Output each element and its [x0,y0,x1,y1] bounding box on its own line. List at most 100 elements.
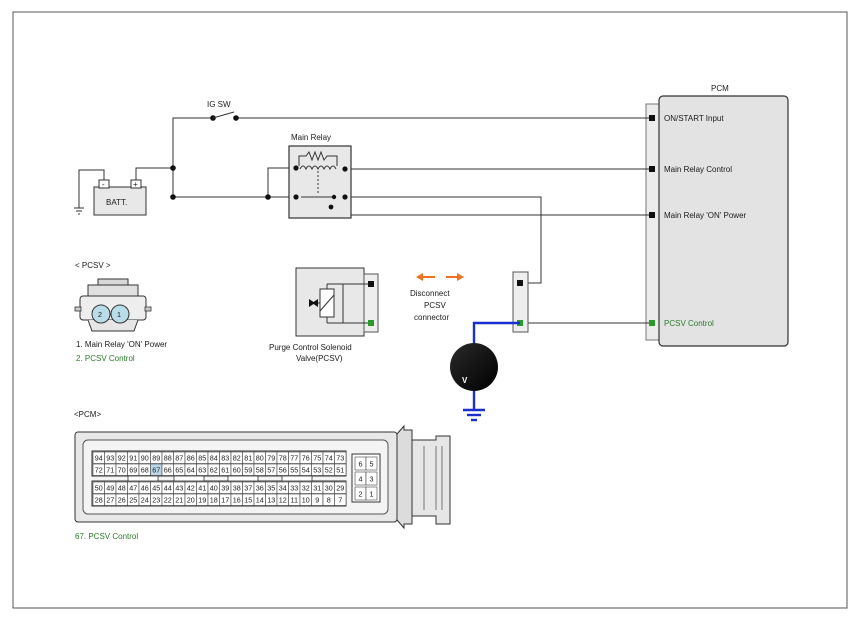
pcm-pin-number: 44 [164,483,172,492]
pcm-pin-number: 63 [198,465,206,474]
pcm-label-on-start: ON/START Input [664,114,724,123]
pcm-pin-number: 35 [267,483,275,492]
voltmeter-icon [450,343,498,391]
pcm-pin-number: 28 [95,495,103,504]
ig-sw-label: IG SW [207,100,231,109]
pcm-pin-cell [334,493,347,506]
pcm-pin-number: 36 [256,483,264,492]
pcm-pin-number: 77 [290,453,298,462]
pcm-pin-number: 47 [129,483,137,492]
pcsv-label-line2: Valve(PCSV) [296,354,343,363]
pcm-pin-main-relay-control [649,166,655,172]
pcm-pin-number: 72 [95,465,103,474]
pcm-pin-number: 68 [141,465,149,474]
pcm-pin-number: 37 [244,483,252,492]
pcm-small-pin-cell [365,456,378,471]
pcm-pin-number: 40 [210,483,218,492]
pcm-pin-number: 43 [175,483,183,492]
pcm-pin-number: 33 [290,483,298,492]
pcm-pin-number: 59 [244,465,252,474]
pcm-small-pin-cell [365,471,378,486]
pcm-label-main-relay-control: Main Relay Control [664,165,732,174]
pcsv-pin-2 [91,304,111,324]
pcm-pin-number: 74 [325,453,333,462]
pcm-pin-number: 45 [152,483,160,492]
pcm-title: PCM [711,84,729,93]
pcm-pin-number: 51 [336,465,344,474]
pcm-pin-number: 23 [152,495,160,504]
pcm-pin-number: 26 [118,495,126,504]
pcm-small-pin-number: 5 [370,459,374,468]
pcm-pin-number: 88 [164,453,172,462]
pcm-pin-cell [334,481,347,494]
pcsv-legend-2: 2. PCSV Control [76,354,135,363]
pcsv-connector-title: < PCSV > [75,261,111,270]
pcm-pin-number: 24 [141,495,149,504]
pcm-pin-number: 13 [267,495,275,504]
pcsv-legend-1: 1. Main Relay 'ON' Power [76,340,167,349]
pcm-pin-cell [334,463,347,476]
voltmeter-label: V [462,376,468,385]
pcm-key-slot [173,475,205,482]
disconnect-label-line2: PCSV [424,301,446,310]
pcm-pin-number: 9 [315,495,319,504]
pcm-key-slot [227,475,259,482]
pcm-pin-number: 39 [221,483,229,492]
pcm-pin-number: 15 [244,495,252,504]
pcm-pin-number: 89 [152,453,160,462]
pcm-small-pin-number: 6 [359,459,363,468]
pcm-pin-number: 42 [187,483,195,492]
pcm-pin-number: 80 [256,453,264,462]
main-relay: Main Relay [288,133,352,219]
pcm-pin-number: 21 [175,495,183,504]
pcm-pin-number: 56 [279,465,287,474]
pcm-pin-number: 78 [279,453,287,462]
pcm-pin-number: 53 [313,465,321,474]
pcm-pin-number: 29 [336,483,344,492]
pcsv-valve: Purge Control Solenoid Valve(PCSV) [269,267,379,363]
pcm-pin-number: 22 [164,495,172,504]
disconnect-label-line1: Disconnect [410,289,450,298]
diagram-frame [12,11,848,609]
pcm-pin-number: 87 [175,453,183,462]
pcm-pin-number: 57 [267,465,275,474]
pcm-pin-number: 85 [198,453,206,462]
pcm-module: PCM ON/START Input Main Relay Control Ma… [645,84,789,347]
pcm-pin-on-start [649,115,655,121]
pcm-pin-number: 16 [233,495,241,504]
pcm-pin-number: 19 [198,495,206,504]
pcm-pin-pcsv-control [649,320,655,326]
battery-label: BATT. [106,198,127,207]
pcm-pin-number: 30 [325,483,333,492]
pcm-pin-number: 8 [327,495,331,504]
pcm-pin-number: 60 [233,465,241,474]
pcm-pin-cell [334,451,347,464]
pcm-pin-number: 93 [106,453,114,462]
pcm-pin-number: 84 [210,453,218,462]
pcm-pin-number: 66 [164,465,172,474]
battery-plus-label: + [133,180,138,189]
pcsv-pin-1-label: 1 [117,310,121,319]
pcm-pin-number: 69 [129,465,137,474]
pcm-small-pin-number: 1 [370,489,374,498]
main-relay-label: Main Relay [291,133,331,142]
pcm-pin-number: 83 [221,453,229,462]
pcsv-pin-2-label: 2 [98,310,102,319]
voltmeter: V [450,321,520,422]
pcm-pin-number: 49 [106,483,114,492]
pcm-pin-number: 27 [106,495,114,504]
pcm-pin-number: 31 [313,483,321,492]
battery: - + BATT. [93,179,147,216]
ig-switch: IG SW [207,100,239,121]
pcm-pin-number: 55 [290,465,298,474]
pcm-pin-number: 79 [267,453,275,462]
pcm-pin-number: 64 [187,465,195,474]
pcm-pin-number: 76 [302,453,310,462]
battery-minus-label: - [102,180,105,189]
pcsv-connector-view: < PCSV > 2 1 1. Main Relay 'ON' Power 2.… [74,261,167,363]
pcm-pin-number: 7 [338,495,342,504]
pcm-small-pin-number: 3 [370,474,374,483]
